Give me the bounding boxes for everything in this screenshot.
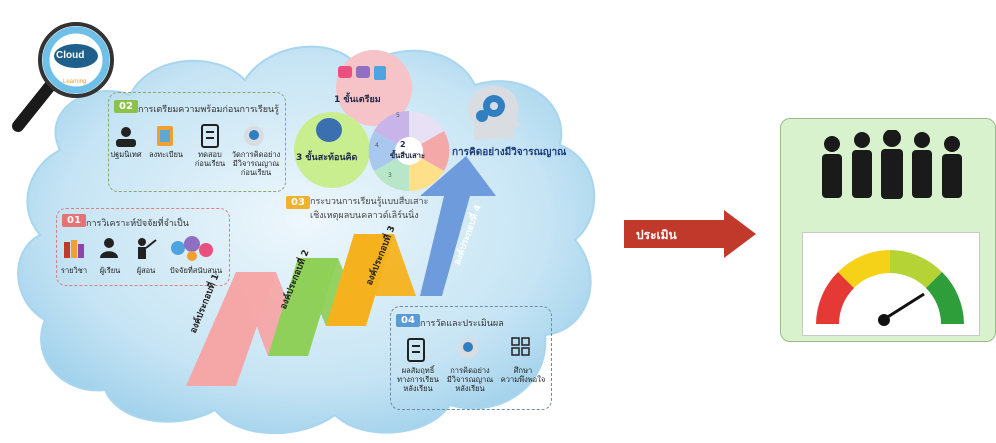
logo-ring-text: Learning	[63, 79, 87, 85]
box-03-number: 03	[286, 196, 310, 209]
document-icon	[374, 66, 386, 80]
group-icon	[356, 66, 370, 78]
stage2-wheel	[368, 110, 450, 192]
register-icon	[154, 124, 176, 148]
orientation-icon	[114, 126, 138, 148]
box-02-item-4: วัดการคิดอย่าง มีวิจารณญาณ ก่อนเรียน	[231, 150, 281, 177]
box-02-item-1: ปฐมนิเทศ	[110, 150, 142, 159]
wheel-num-3: 3	[388, 172, 392, 179]
cloud-learning-logo	[12, 22, 114, 132]
logo-word: Cloud	[56, 50, 85, 61]
box-04-item-2: การคิดอย่าง มีวิจารณญาณ หลังเรียน	[446, 366, 494, 393]
box-02-preparation	[108, 92, 286, 192]
box-01-item-1: รายวิชา	[60, 266, 88, 275]
pretest-icon	[200, 124, 220, 148]
teacher-icon	[134, 236, 158, 260]
people-icon	[338, 66, 352, 78]
support-factors-icon	[168, 234, 218, 262]
box-01-title: การวิเคราะห์ปัจจัยที่จำเป็น	[86, 219, 189, 229]
box-02-item-2: ลงทะเบียน	[148, 150, 184, 159]
critical-thinking-title: การคิดอย่างมีวิจารณญาณ	[452, 147, 567, 158]
box-03-title-line1: กระบวนการเรียนรู้แบบสืบเสาะ	[310, 197, 429, 207]
evaluate-label: ประเมิน	[636, 228, 677, 242]
critical-thinking-pretest-icon	[242, 124, 266, 148]
stage-circles	[336, 50, 412, 126]
stage2-num: 2	[400, 140, 406, 149]
box-04-evaluation	[390, 306, 552, 410]
stage2-label: ขั้นสืบเสาะ	[390, 151, 425, 160]
box-01-item-2: ผู้เรียน	[99, 266, 121, 275]
student-icon	[98, 236, 120, 260]
box-01-item-4: ปัจจัยที่สนับสนุน	[169, 266, 223, 275]
critical-thinking-posttest-icon	[456, 336, 480, 360]
box-04-item-3: ศึกษา ความพึงพอใจ	[500, 366, 546, 384]
box-01-item-3: ผู้สอน	[136, 266, 156, 275]
reflect-icon	[316, 118, 342, 142]
stage1-label: 1 ขั้นเตรียม	[334, 95, 381, 105]
box-04-number: 04	[396, 314, 420, 327]
box-02-number: 02	[114, 100, 138, 113]
box-01-analysis	[56, 208, 230, 286]
evaluate-arrow	[624, 210, 756, 258]
box-04-item-1: ผลสัมฤทธิ์ ทางการเรียน หลังเรียน	[397, 366, 439, 393]
people-group-icon	[822, 130, 962, 199]
box-02-item-3: ทดสอบ ก่อนเรียน	[194, 150, 226, 168]
box-01-number: 01	[62, 214, 86, 227]
books-icon	[62, 238, 86, 260]
component-staircase	[186, 156, 496, 386]
stage3-circle	[294, 112, 370, 188]
box-04-title: การวัดและประเมินผล	[420, 319, 504, 329]
wheel-num-4: 4	[375, 142, 379, 149]
wheel-num-5: 5	[396, 112, 400, 119]
achievement-icon	[406, 338, 426, 362]
gauge-meter-icon	[816, 250, 964, 326]
box-02-title: การเตรียมความพร้อมก่อนการเรียนรู้	[138, 105, 279, 115]
stage3-label: 3 ขั้นสะท้อนคิด	[296, 153, 358, 163]
box-03-title-line2: เชิงเหตุผลบนคลาวด์เลิร์นนิ่ง	[310, 211, 419, 221]
satisfaction-icon	[510, 336, 532, 360]
stage1-icons	[338, 66, 408, 80]
head-gears-icon	[468, 85, 520, 140]
